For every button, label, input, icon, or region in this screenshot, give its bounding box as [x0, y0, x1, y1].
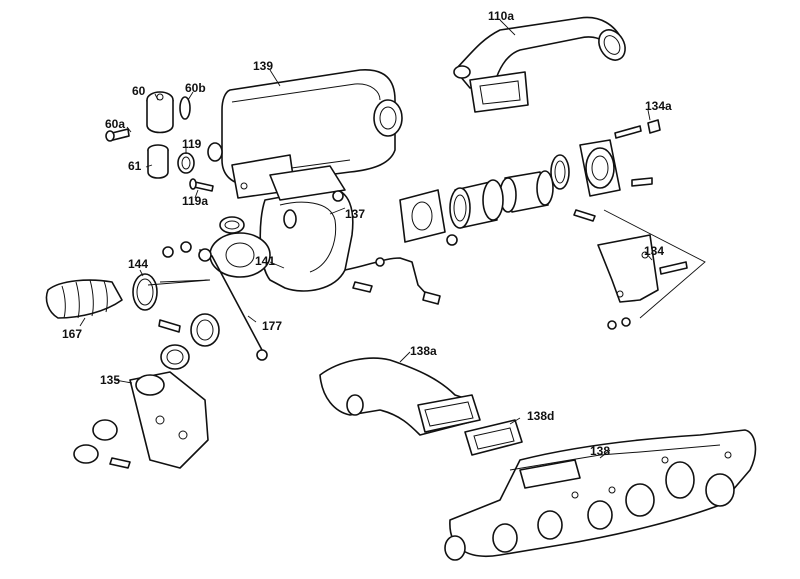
- callout-138: 138: [590, 444, 611, 458]
- turbocharger-137: [209, 165, 441, 305]
- flange-connector: [550, 139, 653, 222]
- exhaust-manifold-138: [444, 429, 757, 561]
- clamp-144: [132, 241, 192, 333]
- bolt-119a: [189, 178, 214, 192]
- callout-60b: 60b: [185, 81, 206, 95]
- callout-137: 137: [345, 207, 366, 221]
- callout-134: 134: [644, 244, 665, 258]
- bolt-60a: [105, 128, 130, 142]
- pipe-61: [147, 144, 195, 179]
- callout-144: 144: [128, 257, 149, 271]
- callout-141: 141: [255, 254, 276, 268]
- callout-119a: 119a: [182, 194, 209, 208]
- pipe-138a: [319, 357, 481, 436]
- bolt-134a: [614, 119, 661, 139]
- valve-60: [146, 91, 191, 134]
- rod-177: [198, 248, 268, 361]
- callout-177: 177: [262, 319, 283, 333]
- bracket-134: [597, 209, 706, 330]
- air-box-139: [207, 69, 403, 199]
- hose-coupling: [399, 170, 554, 246]
- gasket-138d: [464, 419, 523, 456]
- callout-134a: 134a: [645, 99, 672, 113]
- callout-119: 119: [182, 137, 202, 151]
- callout-110a: 110a: [488, 9, 515, 23]
- callout-139: 139: [253, 59, 274, 73]
- callout-60a: 60a: [105, 117, 126, 131]
- callout-167: 167: [62, 327, 83, 341]
- callout-138d: 138d: [527, 409, 555, 423]
- hose-167: [45, 279, 123, 319]
- seal-rings: [160, 313, 220, 370]
- callout-138a: 138a: [410, 344, 437, 358]
- callout-61: 61: [128, 159, 142, 173]
- leader-lines: [79, 19, 653, 459]
- intake-pipe-110a: [453, 16, 626, 113]
- callout-60: 60: [132, 84, 146, 98]
- bracket-135: [73, 371, 209, 469]
- callout-135: 135: [100, 373, 121, 387]
